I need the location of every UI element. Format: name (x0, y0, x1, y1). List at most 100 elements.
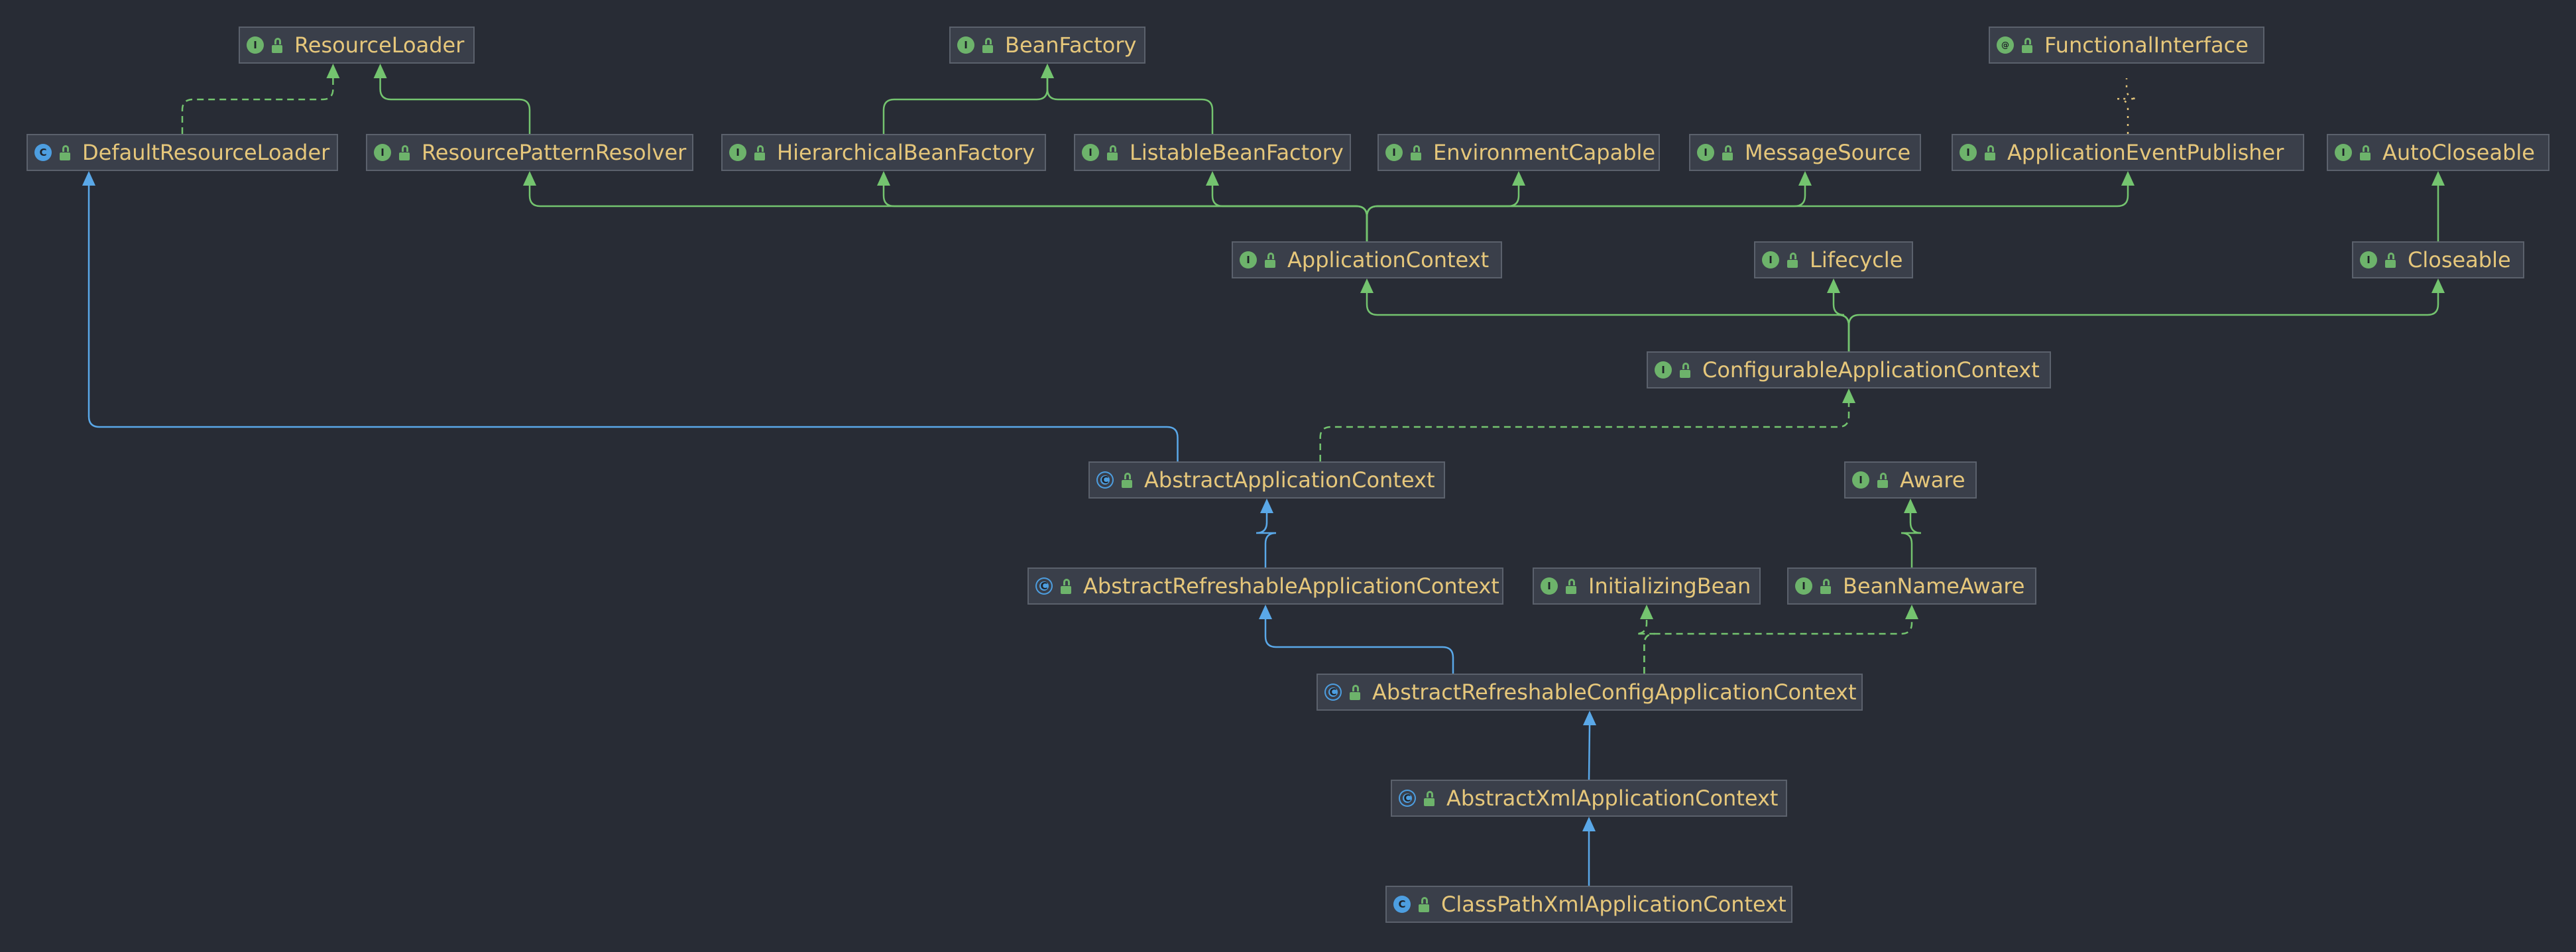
interface-type-icon: I (1082, 144, 1099, 161)
interface-type-icon: I (2335, 144, 2352, 161)
arrowhead (1360, 278, 1374, 293)
relation-edge (882, 186, 1368, 241)
arrowhead (877, 171, 890, 186)
relation-edge (1366, 186, 1520, 241)
arrowhead (326, 64, 340, 78)
arrowhead (2431, 278, 2445, 293)
arrowhead (1905, 605, 1918, 619)
public-access-lock-icon (1722, 145, 1733, 160)
arrowhead (1582, 817, 1596, 831)
abstract-type-icon: C (1400, 791, 1415, 805)
interface-type-icon: I (1240, 251, 1257, 268)
class-name-label: AbstractRefreshableConfigApplicationCont… (1372, 680, 1857, 705)
class-name-label: BeanNameAware (1843, 573, 2025, 599)
class-type-icon: C (34, 144, 52, 161)
relation-edge (1256, 513, 1277, 567)
interface-type-icon: I (1960, 144, 1977, 161)
class-node[interactable]: C DefaultResourceLoader (27, 134, 338, 171)
class-node[interactable]: C AbstractRefreshableConfigApplicationCon… (1317, 674, 1863, 711)
interface-type-icon: I (1655, 361, 1672, 379)
class-name-label: MessageSource (1745, 140, 1911, 165)
class-node[interactable]: C AbstractXmlApplicationContext (1391, 780, 1787, 817)
relation-edge (1635, 619, 1655, 674)
arrowhead (523, 171, 536, 186)
interface-type-icon: I (1762, 251, 1779, 268)
interface-type-icon: I (2360, 251, 2377, 268)
arrowhead (2431, 171, 2445, 186)
public-access-lock-icon (1107, 145, 1118, 160)
public-access-lock-icon (1424, 791, 1434, 806)
class-name-label: ApplicationEventPublisher (2007, 140, 2284, 165)
interface-type-icon: I (729, 144, 746, 161)
public-access-lock-icon (272, 38, 282, 53)
public-access-lock-icon (982, 38, 993, 53)
interface-type-icon: I (1697, 144, 1714, 161)
class-name-label: Aware (1900, 467, 1965, 493)
relation-edge (1319, 403, 1850, 461)
relation-edge (1588, 725, 1591, 780)
relation-edge (2117, 78, 2138, 134)
interface-type-icon: I (1541, 577, 1558, 595)
class-node[interactable]: I InitializingBean (1533, 567, 1761, 605)
arrowhead (82, 171, 95, 186)
class-node[interactable]: I ApplicationEventPublisher (1952, 134, 2304, 171)
interface-type-icon: I (247, 36, 264, 54)
class-name-label: InitializingBean (1588, 573, 1751, 599)
public-access-lock-icon (2360, 145, 2371, 160)
relation-edge (1366, 186, 2129, 241)
public-access-lock-icon (1787, 253, 1798, 268)
class-node[interactable]: I ListableBeanFactory (1074, 134, 1351, 171)
arrowhead (1583, 711, 1596, 725)
class-node[interactable]: I Lifecycle (1754, 241, 1913, 278)
class-type-icon: C (1393, 896, 1411, 913)
relation-edge (1847, 293, 2439, 351)
class-node[interactable]: I MessageSource (1689, 134, 1921, 171)
class-node[interactable]: I ConfigurableApplicationContext (1647, 351, 2051, 388)
class-name-label: AbstractXmlApplicationContext (1446, 786, 1779, 811)
class-name-label: ConfigurableApplicationContext (1702, 357, 2040, 383)
public-access-lock-icon (1061, 579, 1071, 594)
public-access-lock-icon (1350, 685, 1360, 700)
arrowhead (1041, 64, 1054, 78)
abstract-type-icon: C (1326, 685, 1340, 699)
class-name-label: BeanFactory (1005, 32, 1137, 58)
relation-edge (1366, 186, 1806, 241)
public-access-lock-icon (1419, 897, 1429, 912)
public-access-lock-icon (2385, 253, 2396, 268)
arrowhead (1512, 171, 1525, 186)
relation-edge (1901, 513, 1922, 567)
interface-type-icon: I (374, 144, 391, 161)
public-access-lock-icon (754, 145, 765, 160)
class-name-label: EnvironmentCapable (1433, 140, 1656, 165)
class-name-label: ListableBeanFactory (1130, 140, 1344, 165)
public-access-lock-icon (1680, 363, 1690, 378)
class-name-label: AbstractRefreshableApplicationContext (1083, 573, 1499, 599)
relation-edge (1264, 619, 1454, 674)
class-node[interactable]: @FunctionalInterface (1989, 27, 2264, 64)
arrowhead (1259, 605, 1272, 619)
class-name-label: DefaultResourceLoader (82, 140, 330, 165)
relation-edge (181, 78, 334, 134)
arrowhead (1842, 388, 1855, 403)
public-access-lock-icon (1820, 579, 1831, 594)
public-access-lock-icon (60, 145, 70, 160)
public-access-lock-icon (1411, 145, 1421, 160)
relation-edge (1832, 293, 1850, 351)
arrowhead (1640, 605, 1653, 619)
abstract-type-icon: C (1098, 473, 1112, 487)
class-name-label: Lifecycle (1810, 247, 1903, 272)
